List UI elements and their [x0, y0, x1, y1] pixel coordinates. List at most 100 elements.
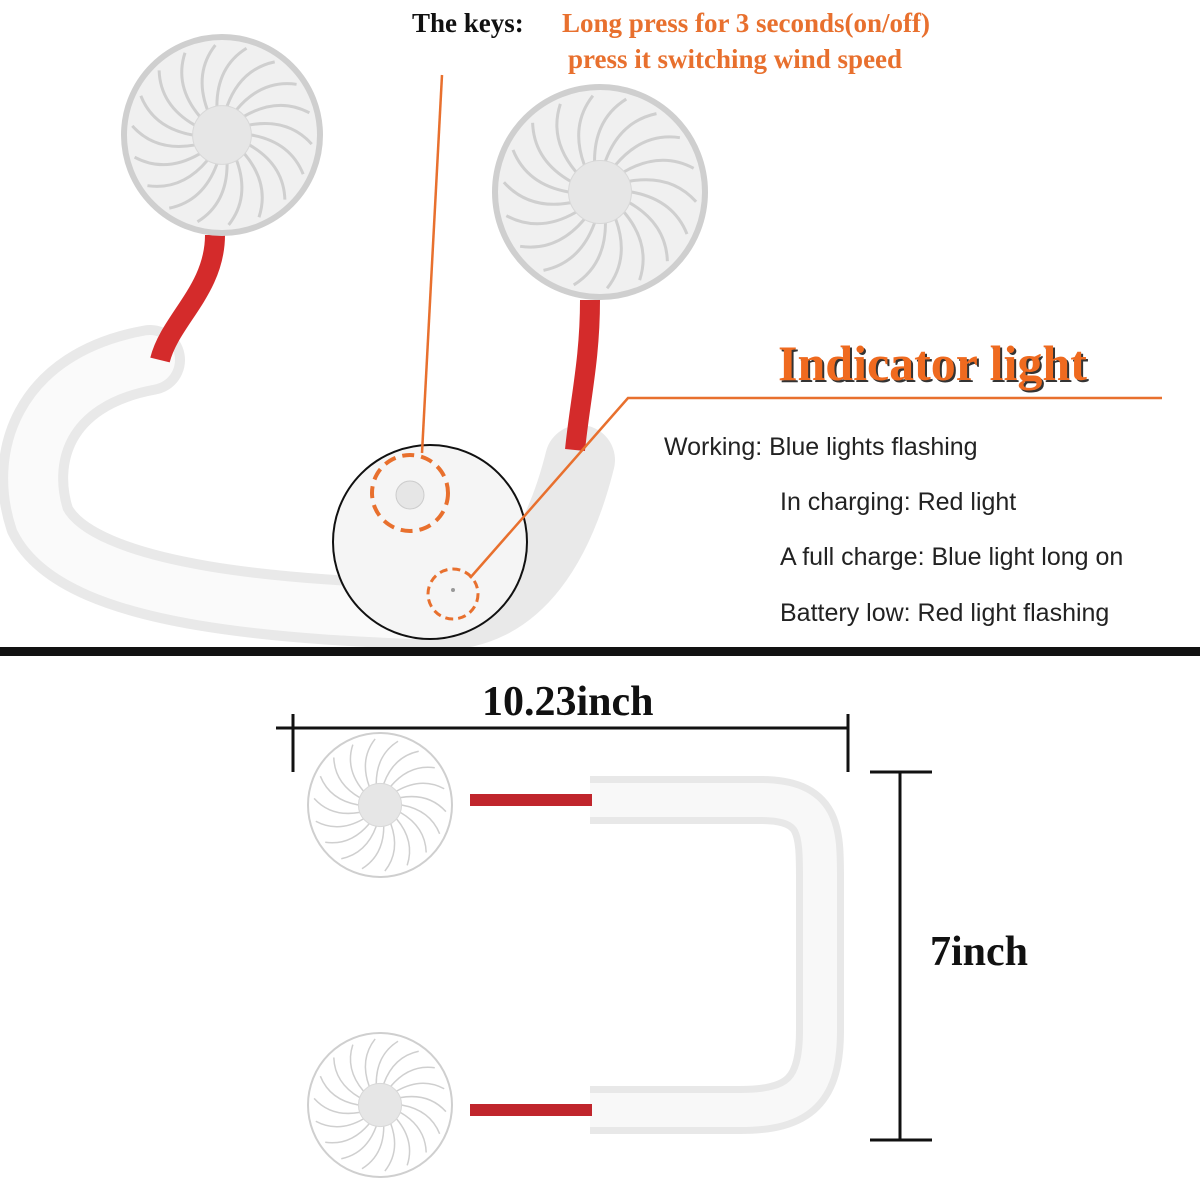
fan-hub: [357, 1082, 403, 1128]
indicator-pointer: [469, 396, 1162, 579]
fan-blade: [395, 1118, 411, 1166]
bottom-body: [590, 776, 844, 1134]
fan-blade: [614, 135, 681, 166]
fan-blade: [502, 181, 571, 206]
fan-blade: [319, 775, 359, 806]
fan-blade: [604, 112, 657, 162]
fan-blade: [511, 149, 569, 194]
fan-blade: [131, 124, 195, 148]
indicator-highlight: [426, 567, 480, 621]
fan-blade: [605, 218, 623, 290]
fan-blade: [401, 804, 441, 835]
fan-blade: [235, 82, 297, 111]
fan-blade: [519, 218, 586, 249]
keys-instruction-2: press it switching wind speed: [568, 44, 903, 74]
fan-blade: [396, 782, 445, 792]
fan-blade: [325, 1123, 370, 1144]
fan-blade: [401, 1104, 441, 1135]
fan-blade: [248, 143, 287, 200]
indicator-state: A full charge: Blue light long on: [780, 543, 1124, 571]
fan-blade: [251, 133, 305, 175]
fan-blade: [133, 152, 201, 167]
fan-blade: [531, 122, 572, 183]
fan-blade: [505, 210, 577, 226]
key-highlight: [370, 453, 450, 533]
fan-blade: [622, 211, 645, 281]
fan-blade: [315, 818, 364, 828]
fan-blade: [315, 1118, 364, 1128]
fan-blade: [325, 823, 370, 844]
right-tube: [565, 299, 600, 451]
fan-blade: [593, 97, 628, 161]
fan-blade: [361, 826, 385, 870]
fan-blade: [180, 52, 201, 118]
left-tube: [150, 234, 225, 363]
fan-blade: [396, 1082, 445, 1092]
fan-blade: [577, 94, 595, 166]
fan-blade: [623, 158, 695, 174]
fan-blade: [631, 190, 689, 235]
fan-blade: [375, 740, 399, 784]
keys-instruction-1: Long press for 3 seconds(on/off): [562, 8, 931, 38]
fan-blade: [200, 44, 217, 111]
fan-blade: [225, 60, 276, 107]
fan-blade: [349, 1044, 365, 1092]
height-label: 7inch: [930, 929, 1029, 975]
fan-hub: [568, 160, 632, 224]
fan-blade: [383, 1050, 419, 1084]
fan-blade: [349, 744, 365, 792]
fan-blade: [629, 178, 698, 203]
fan-blade: [215, 46, 248, 107]
fan-blade: [390, 766, 435, 787]
fan-blade: [333, 757, 361, 799]
fan-blade: [147, 159, 209, 188]
fan-blade: [364, 1038, 376, 1087]
indicator-dot: [451, 588, 455, 592]
fan-blade: [395, 818, 411, 866]
fan-blade: [157, 70, 196, 127]
fan-group: [121, 34, 708, 1178]
fan-blade: [384, 1123, 396, 1172]
fan-blade: [383, 750, 419, 784]
fan-blade: [243, 103, 311, 118]
fan-blade: [196, 163, 229, 224]
keys-pointer: [420, 74, 444, 454]
fan-blade: [313, 797, 360, 815]
fan-blade: [168, 163, 219, 210]
fan-blade: [399, 1111, 427, 1153]
fan-blade: [243, 152, 264, 218]
fan-blade: [361, 1126, 385, 1170]
fan-blade: [543, 222, 596, 272]
fan-hub: [192, 105, 252, 165]
section-divider: [0, 647, 1200, 656]
fan-blade: [390, 1066, 435, 1087]
fan-blade: [333, 1057, 361, 1099]
indicator-state: Battery low: Red light flashing: [780, 599, 1110, 627]
indicator-title: Indicator light: [778, 335, 1087, 391]
fan-blade: [341, 826, 377, 860]
fan-blade: [628, 201, 669, 262]
keys-label: The keys:: [412, 8, 524, 38]
indicator-state: In charging: Red light: [780, 488, 1017, 516]
fan-blade: [400, 1095, 447, 1113]
fan-blade: [319, 1075, 359, 1106]
neck-band-highlight: [8, 335, 465, 640]
fan-blade: [139, 95, 193, 137]
power-key-icon: [395, 480, 425, 510]
fan-blade: [572, 223, 607, 287]
fan-blade: [384, 823, 396, 872]
fan-hub: [357, 782, 403, 828]
fan-blade: [399, 811, 427, 853]
fan-blade: [375, 1040, 399, 1084]
fan-blade: [400, 795, 447, 813]
fan-blade: [555, 103, 578, 173]
fan-blade: [364, 738, 376, 787]
width-label: 10.23inch: [482, 679, 654, 725]
fan-blade: [341, 1126, 377, 1160]
detail-magnifier: [332, 444, 528, 640]
fan-blade: [227, 159, 244, 226]
indicator-state: Working: Blue lights flashing: [664, 433, 978, 461]
fan-blade: [313, 1097, 360, 1115]
